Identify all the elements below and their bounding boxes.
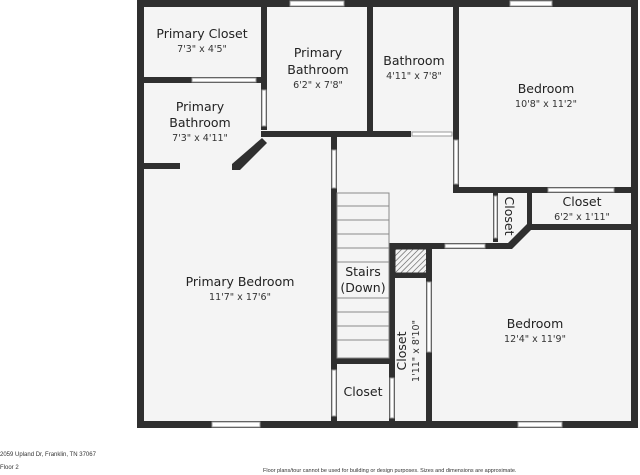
closet-vertical-name: Closet xyxy=(502,197,517,236)
closet-stair-name: Closet xyxy=(394,331,409,370)
stairs-name-1: Stairs xyxy=(345,264,381,279)
primary-bedroom-name: Primary Bedroom xyxy=(186,274,295,289)
primary-bathroom-left-name-2: Bathroom xyxy=(169,115,230,130)
bedroom-top-dims: 10'8" x 11'2" xyxy=(515,99,577,110)
exterior-walls xyxy=(137,0,638,428)
primary-bathroom-left-dims: 7'3" x 4'11" xyxy=(172,133,228,144)
room-labels: Primary Closet 7'3" x 4'5" Primary Bathr… xyxy=(156,26,610,399)
bedroom-top-name: Bedroom xyxy=(518,81,575,96)
bedroom-bottom-name: Bedroom xyxy=(507,316,564,331)
closet-right-dims: 6'2" x 1'11" xyxy=(554,212,610,223)
disclaimer-text: Floor plans/tour cannot be used for buil… xyxy=(263,468,517,474)
bedroom-bottom-dims: 12'4" x 11'9" xyxy=(504,334,566,345)
address-text: 2059 Upland Dr, Franklin, TN 37067 xyxy=(0,452,96,458)
primary-bedroom-dims: 11'7" x 17'6" xyxy=(209,292,271,303)
primary-bathroom-top-name-2: Bathroom xyxy=(287,62,348,77)
floor-label: Floor 2 xyxy=(0,465,19,471)
windows xyxy=(191,0,615,428)
primary-bathroom-top-name-1: Primary xyxy=(294,45,343,60)
primary-closet-dims: 7'3" x 4'5" xyxy=(177,44,227,55)
primary-bathroom-top-dims: 6'2" x 7'8" xyxy=(293,80,343,91)
stairs-name-2: (Down) xyxy=(340,280,385,295)
closet-bottom-name: Closet xyxy=(344,384,383,399)
primary-closet-name: Primary Closet xyxy=(156,26,247,41)
closet-right-name: Closet xyxy=(563,194,602,209)
primary-bathroom-left-name-1: Primary xyxy=(176,99,225,114)
bathroom-name: Bathroom xyxy=(383,53,444,68)
bathroom-dims: 4'11" x 7'8" xyxy=(386,71,442,82)
closet-stair-dims: 1'11" x 8'10" xyxy=(411,320,422,382)
